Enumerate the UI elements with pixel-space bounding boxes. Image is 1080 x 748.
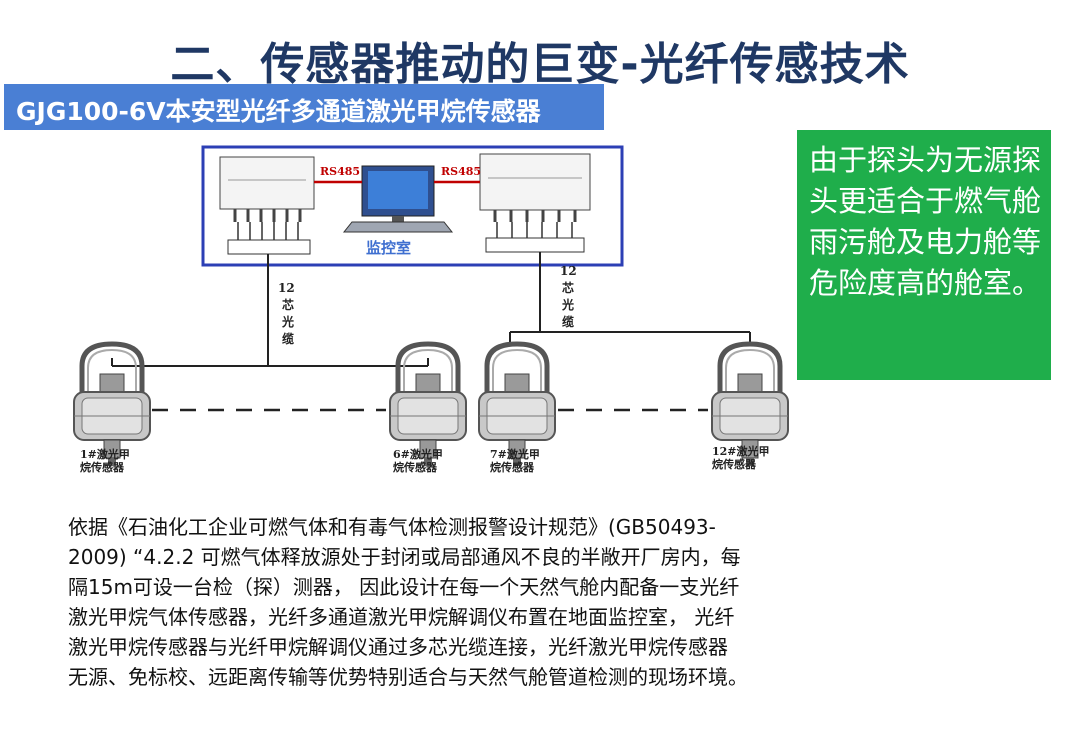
sensor-12-label-2: 烷传感器	[712, 457, 757, 471]
left-demodulator	[219, 156, 315, 255]
cable-left-core: 芯	[282, 297, 294, 312]
product-name: GJG100-6V本安型光纤多通道激光甲烷传感器	[16, 97, 541, 126]
advantage-note-text: 由于探头为无源探头更适合于燃气舱雨污舱及电力舱等危险度高的舱室。	[809, 143, 1042, 300]
sensor-1-label-1: 1#激光甲	[80, 447, 130, 461]
description-line: 激光甲烷气体传感器，光纤多通道激光甲烷解调仪布置在地面监控室， 光纤	[68, 605, 735, 629]
rs485-left-label: RS485	[320, 165, 360, 178]
description-line: 2009) “4.2.2 可燃气体释放源处于封闭或局部通风不良的半敞开厂房内，每	[68, 545, 741, 569]
sensor-7-label-2: 烷传感器	[490, 460, 535, 474]
cable-left-fiber: 光	[281, 314, 294, 329]
monitor-room-label: 监控室	[366, 239, 411, 257]
description-line: 隔15m可设一台检（探）测器， 因此设计在每一个天然气舱内配备一支光纤	[68, 575, 740, 599]
right-demodulator	[479, 153, 591, 253]
cable-right-12: 12	[560, 264, 577, 278]
sensor-7-label-1: 7#激光甲	[490, 447, 540, 461]
sensor-6-label-1: 6#激光甲	[393, 447, 443, 461]
cable-right-cable: 缆	[562, 314, 574, 329]
description-line: 无源、免标校、远距离传输等优势特别适合与天然气舱管道检测的现场环境。	[68, 665, 748, 689]
sensor-1-label-2: 烷传感器	[80, 460, 125, 474]
product-banner: GJG100-6V本安型光纤多通道激光甲烷传感器	[4, 84, 604, 130]
computer-icon	[342, 165, 454, 233]
description: 依据《石油化工企业可燃气体和有毒气体检测报警设计规范》(GB50493- 200…	[68, 512, 948, 692]
cable-right-core: 芯	[562, 280, 574, 295]
sensor-12-label-1: 12#激光甲	[712, 444, 770, 458]
advantage-note: 由于探头为无源探头更适合于燃气舱雨污舱及电力舱等危险度高的舱室。	[797, 130, 1051, 380]
description-line: 激光甲烷传感器与光纤甲烷解调仪通过多芯光缆连接，光纤激光甲烷传感器	[68, 635, 728, 659]
description-line: 依据《石油化工企业可燃气体和有毒气体检测报警设计规范》(GB50493-	[68, 515, 716, 539]
page-title: 二、传感器推动的巨变-光纤传感技术	[170, 39, 910, 90]
cable-left-cable: 缆	[282, 331, 294, 346]
sensor-6-label-2: 烷传感器	[393, 460, 438, 474]
cable-right-fiber: 光	[561, 297, 574, 312]
fiber-cable-lines	[111, 252, 751, 367]
rs485-right-label: RS485	[441, 165, 481, 178]
cable-left-12: 12	[278, 281, 295, 295]
